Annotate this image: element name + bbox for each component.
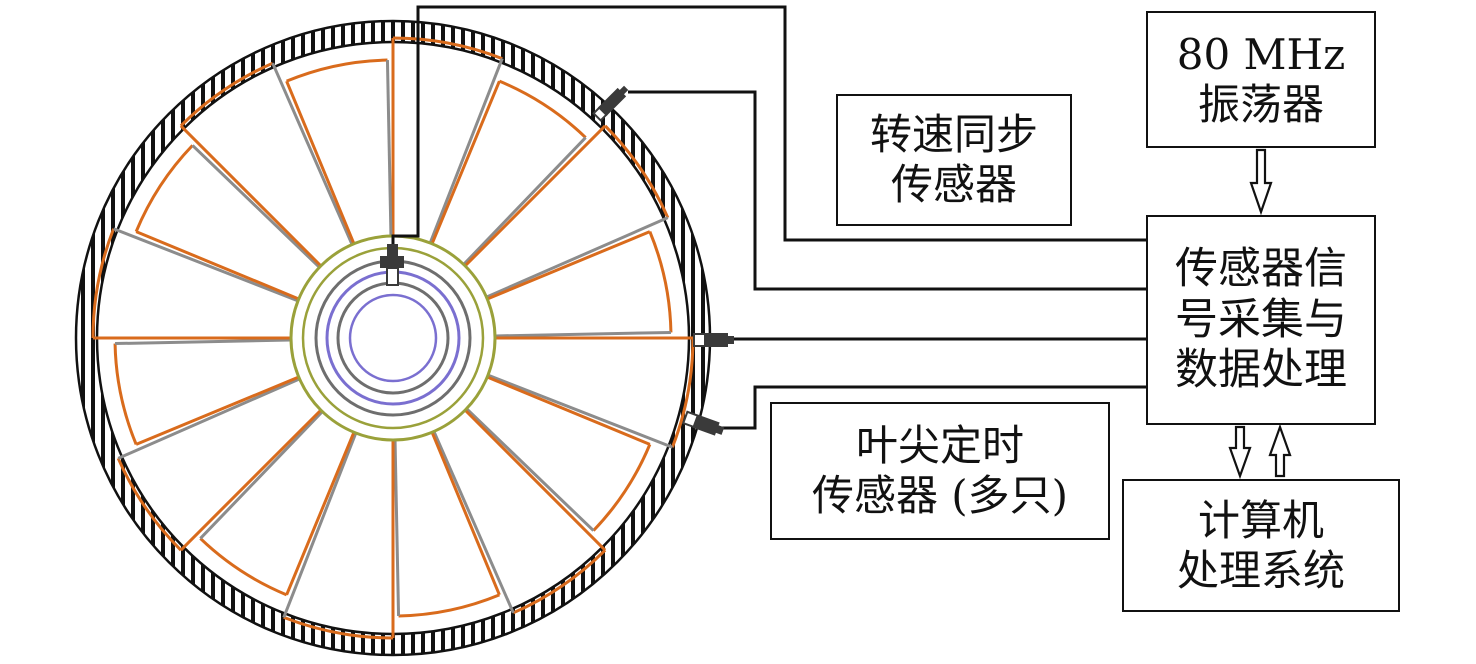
blade-edge — [179, 124, 322, 267]
tip-timing-sensor-lower-icon — [681, 410, 725, 436]
tip-timing-line-1: 叶尖定时 — [855, 421, 1024, 471]
daq-line-2: 号采集与 — [1175, 294, 1347, 345]
blade-tip — [283, 616, 394, 640]
blade-spoke — [487, 373, 673, 449]
blade-tip — [113, 343, 138, 445]
blade-tip — [199, 537, 288, 597]
blade-edge — [135, 230, 300, 301]
arrow-oscillator-to-daq — [1249, 148, 1273, 216]
computer-line-2: 处理系统 — [1176, 545, 1345, 595]
blade-spoke — [117, 377, 301, 460]
blade-edge — [430, 431, 501, 596]
blade-tip — [604, 124, 670, 219]
blade-spoke — [271, 62, 354, 246]
blade-tip — [498, 79, 587, 139]
blade-tip — [592, 443, 652, 532]
blade-spoke — [191, 144, 321, 269]
oscillator-line-1: 80 MHz — [1176, 29, 1346, 79]
rotor-blades — [91, 36, 695, 640]
speed-sync-sensor-icon — [380, 244, 404, 286]
blade-edge — [179, 409, 322, 552]
blade-spoke — [113, 227, 299, 303]
blade-edge — [135, 375, 300, 446]
arrow-computer-to-daq — [1268, 423, 1292, 478]
blade-spoke — [282, 432, 358, 618]
blade-edge — [486, 230, 651, 301]
tip-timing-sensor-label: 叶尖定时 传感器 (多只) — [770, 402, 1110, 540]
blade-tip — [392, 36, 503, 60]
blade-spoke — [199, 410, 324, 540]
arrow-daq-to-computer — [1228, 425, 1252, 480]
daq-line-3: 数据处理 — [1175, 345, 1347, 396]
blade-spoke — [393, 439, 401, 616]
wire-tip-sensor-lower — [720, 385, 1146, 430]
computer-line-1: 计算机 — [1197, 495, 1324, 545]
blade-edge — [285, 431, 356, 596]
daq-line-1: 传感器信 — [1175, 243, 1347, 294]
blade-edge — [430, 80, 501, 245]
blade-edge — [464, 124, 607, 267]
blade-tip — [648, 231, 673, 333]
daq-processing-block: 传感器信 号采集与 数据处理 — [1146, 215, 1376, 425]
blade-spoke — [428, 58, 504, 244]
speed-sensor-line-2: 传感器 — [890, 160, 1017, 209]
wire-speed-sync — [391, 5, 1146, 244]
oscillator-block: 80 MHz 振荡器 — [1146, 11, 1376, 148]
speed-sync-sensor-label: 转速同步 传感器 — [836, 94, 1072, 226]
blade-tip — [91, 228, 115, 339]
blade-tip — [116, 457, 182, 552]
blade-edge — [486, 375, 651, 446]
blade-spoke — [485, 216, 669, 299]
blade-tip — [671, 337, 695, 448]
blade-spoke — [115, 338, 292, 346]
tip-timing-line-2: 传感器 (多只) — [811, 471, 1069, 520]
blade-spoke — [494, 330, 671, 338]
blade-tip — [286, 58, 388, 83]
oscillator-line-2: 振荡器 — [1197, 79, 1324, 129]
blade-tip — [134, 144, 194, 233]
blade-edge — [464, 409, 607, 552]
blade-edge — [285, 80, 356, 245]
blade-spoke — [385, 60, 393, 237]
blade-tip — [179, 61, 274, 127]
wire-tip-sensor-top — [628, 90, 1146, 291]
tip-timing-sensor-right-icon — [693, 333, 734, 347]
speed-sensor-line-1: 转速同步 — [869, 110, 1038, 160]
blade-spoke — [465, 407, 595, 532]
blade-tip — [512, 549, 607, 615]
tip-timing-sensor-top-icon — [592, 85, 629, 122]
blade-spoke — [432, 430, 515, 614]
signal-wires — [391, 5, 1146, 430]
computer-processing-block: 计算机 处理系统 — [1122, 479, 1400, 612]
blade-tip — [398, 593, 500, 618]
blade-spoke — [462, 136, 587, 266]
